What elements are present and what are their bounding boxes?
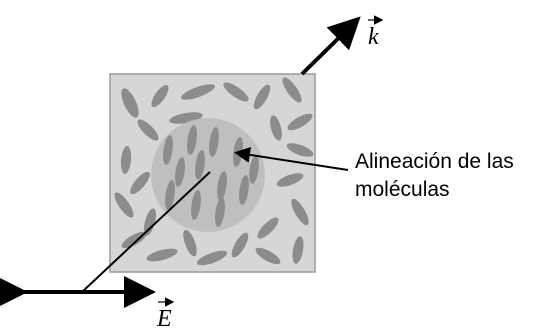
e-label: E	[156, 306, 172, 331]
field-line	[81, 171, 211, 293]
random-molecules	[114, 77, 314, 266]
k-label: k	[368, 24, 379, 50]
annotation-line1: Alineación de las	[355, 150, 514, 173]
annotation-line2: moléculas	[355, 178, 450, 201]
aligned-molecules	[163, 125, 259, 227]
k-vector-arrow	[300, 16, 361, 76]
annotation-pointer	[234, 146, 349, 171]
